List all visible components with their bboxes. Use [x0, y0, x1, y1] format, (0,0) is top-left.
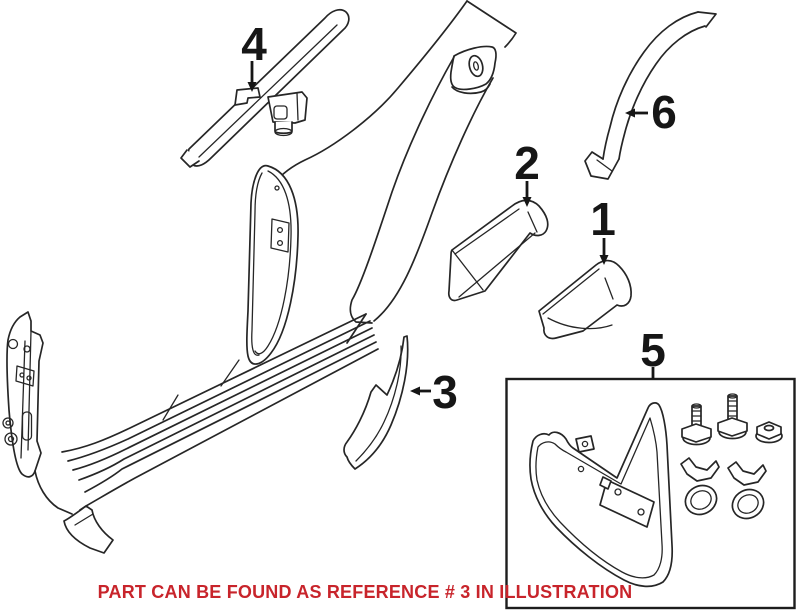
flange-nut-icon [755, 421, 783, 444]
part-1-molding [538, 259, 632, 340]
hinge-pillar [6, 311, 44, 478]
part-label-1: 1 [590, 193, 616, 245]
fuel-filler-hole [468, 54, 484, 78]
fuel-filler-panel [449, 45, 497, 91]
callout-arrows [247, 61, 655, 396]
part-3-molding [343, 335, 409, 470]
clamp-clip-icon [680, 457, 720, 516]
pillar-molding-strip [187, 8, 350, 167]
car-body-drawing [2, 0, 517, 554]
part-5-kit-box [505, 377, 796, 610]
molding-bracket [234, 87, 261, 106]
part-label-2: 2 [514, 137, 540, 189]
flap-mounting-tab [575, 435, 595, 453]
door-opening-flange [246, 165, 299, 365]
part-label-3: 3 [432, 366, 458, 418]
part-label-5: 5 [640, 324, 666, 376]
bolt-short-icon [681, 403, 712, 446]
part-4-molding [180, 8, 350, 168]
clamp-clip-icon [727, 461, 767, 520]
bracket-pin [274, 121, 293, 135]
bolt-long-icon [717, 393, 748, 440]
reference-caption: PART CAN BE FOUND AS REFERENCE # 3 IN IL… [97, 582, 633, 602]
part-label-6: 6 [651, 86, 677, 138]
part-2-molding [447, 199, 549, 302]
rocker-panel [61, 313, 379, 554]
part-label-4: 4 [241, 18, 267, 70]
mud-flap [529, 402, 674, 588]
part-6-arch-molding [584, 11, 717, 180]
